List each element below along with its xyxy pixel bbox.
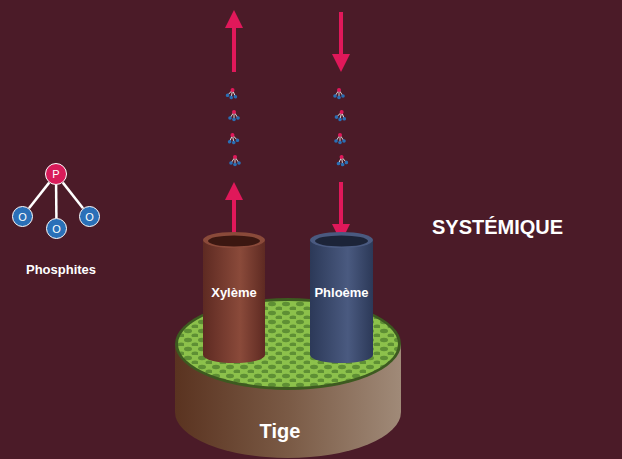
oxygen-atom: O: [79, 206, 100, 227]
oxygen-atom: O: [12, 206, 33, 227]
part-name: Xylème: [211, 285, 257, 300]
atom-symbol: P: [52, 168, 59, 180]
compound-name: Phosphites: [26, 262, 96, 277]
phosphorus-atom: P: [45, 163, 67, 185]
xylem-tube: Xylème: [202, 230, 266, 364]
bond-line: [29, 183, 49, 209]
part-name: Phloème: [314, 285, 368, 300]
bond-line: [63, 183, 83, 209]
atom-symbol: O: [85, 211, 94, 223]
atom-symbol: O: [52, 223, 61, 235]
mode-label: SYSTÉMIQUE: [432, 216, 563, 239]
atom-symbol: O: [18, 211, 27, 223]
oxygen-atom: O: [46, 218, 67, 239]
phloem-tube: Phloème: [309, 230, 374, 364]
part-name: Tige: [162, 420, 398, 443]
bond-line: [55, 185, 58, 218]
